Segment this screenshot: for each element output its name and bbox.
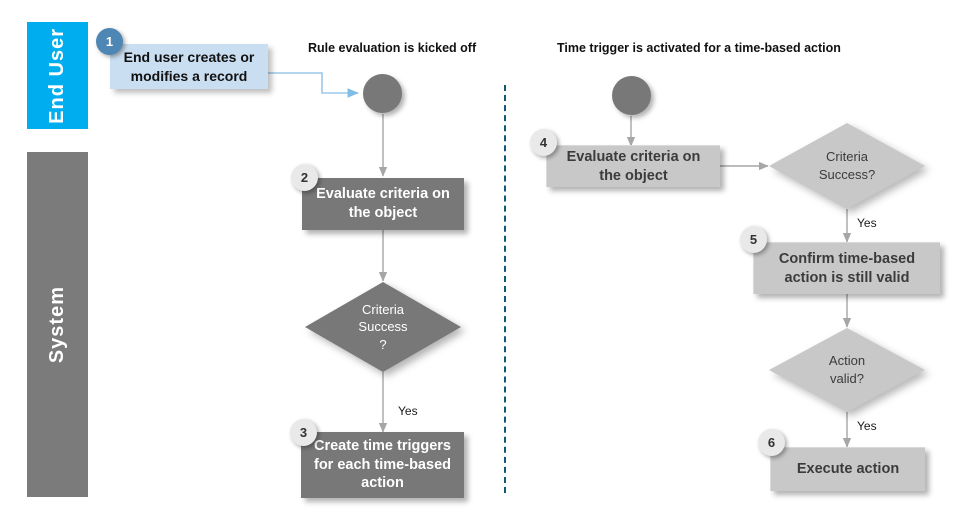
step-badge-1[interactable]: 1 bbox=[96, 28, 123, 55]
decision-right2-line1: Action bbox=[828, 353, 866, 369]
start-node-right bbox=[612, 76, 651, 115]
process-create-time-triggers[interactable]: Create time triggers for each time-based… bbox=[301, 432, 464, 498]
step-badge-3[interactable]: 3 bbox=[290, 419, 317, 446]
process-evaluate-criteria-right[interactable]: Evaluate criteria on the object bbox=[546, 145, 720, 187]
swimlane-system-label: System bbox=[46, 285, 68, 364]
decision-left-line1: Criteria bbox=[362, 301, 404, 317]
decision-left-line3: ? bbox=[379, 336, 387, 352]
step-badge-6[interactable]: 6 bbox=[758, 429, 785, 456]
section-divider bbox=[504, 85, 506, 493]
edge-label-yes-right-2: Yes bbox=[857, 419, 877, 433]
column-header-left: Rule evaluation is kicked off bbox=[308, 41, 477, 55]
start-node-left bbox=[363, 74, 402, 113]
swimlane-end-user: End User bbox=[27, 22, 88, 129]
decision-right2-line2: valid? bbox=[830, 371, 864, 386]
decision-right1-line1: Criteria bbox=[826, 149, 868, 165]
decision-criteria-success-right[interactable]: Criteria Success? bbox=[769, 123, 925, 209]
decision-right1-line2: Success? bbox=[818, 167, 876, 182]
decision-criteria-success-left[interactable]: Criteria Success ? bbox=[305, 282, 461, 372]
swimlane-end-user-label: End User bbox=[46, 27, 68, 124]
process-evaluate-criteria-left[interactable]: Evaluate criteria on the object bbox=[302, 178, 464, 230]
step-badge-5[interactable]: 5 bbox=[740, 226, 767, 253]
step-badge-4[interactable]: 4 bbox=[530, 129, 557, 156]
process-confirm-time-based-action[interactable]: Confirm time-based action is still valid bbox=[753, 242, 940, 294]
swimlane-system: System bbox=[27, 152, 88, 497]
step-badge-2[interactable]: 2 bbox=[291, 164, 318, 191]
column-header-right: Time trigger is activated for a time-bas… bbox=[557, 41, 841, 55]
process-execute-action[interactable]: Execute action bbox=[770, 447, 925, 491]
decision-left-line2: Success bbox=[358, 319, 408, 335]
decision-action-valid[interactable]: Action valid? bbox=[769, 328, 925, 412]
edge-label-yes-left: Yes bbox=[398, 404, 418, 418]
edge-label-yes-right-1: Yes bbox=[857, 216, 877, 230]
callout-end-user-record[interactable]: End user creates or modifies a record bbox=[110, 44, 268, 89]
